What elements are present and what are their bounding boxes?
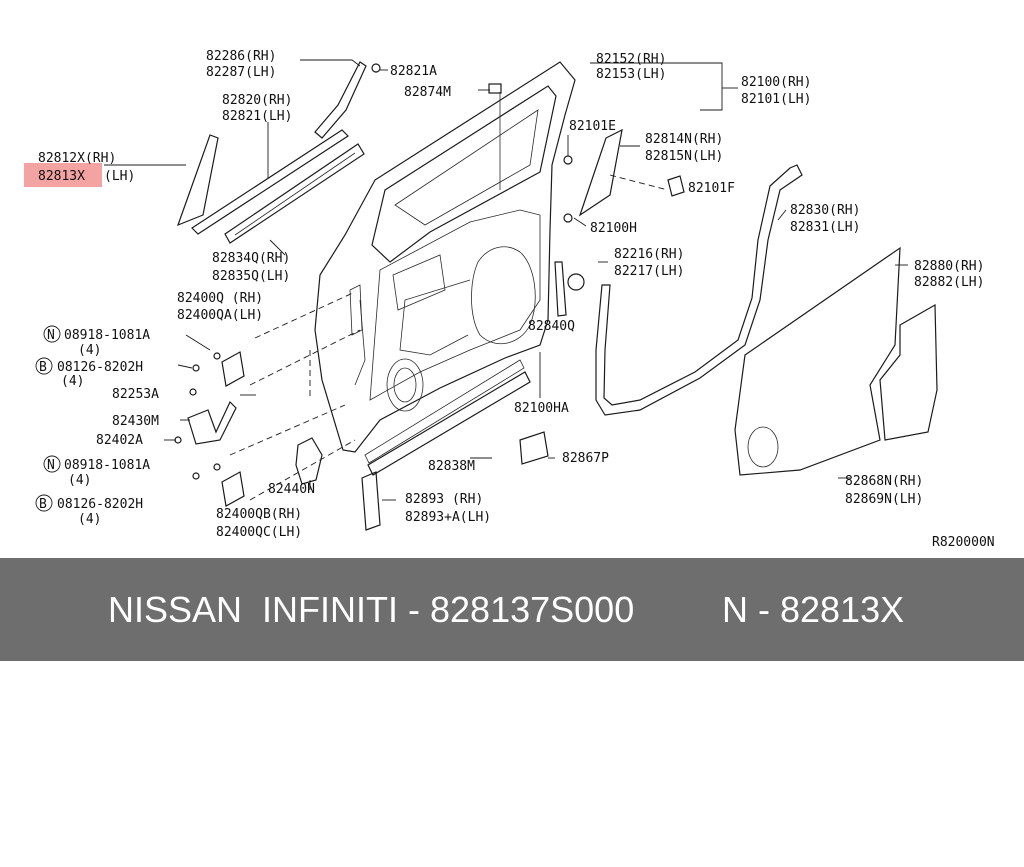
label-82813x: 82813X (38, 169, 85, 184)
label-82834q: 82834Q(RH) (212, 251, 290, 266)
n-marker-2-letter: N (47, 458, 55, 473)
highlight-82813x (24, 163, 102, 187)
label-qty-1: (4) (78, 343, 101, 358)
door-inner-structure (369, 209, 541, 401)
trim-sheet-82880 (734, 246, 901, 476)
label-82840q: 82840Q (528, 319, 575, 334)
label-82821a: 82821A (390, 64, 437, 79)
label-82893: 82893 (RH) (405, 492, 483, 507)
bracket-82893 (361, 471, 381, 531)
label-82814n: 82814N(RH) (645, 132, 723, 147)
label-82400qa: 82400QA(LH) (177, 308, 263, 323)
label-82101f: 82101F (688, 181, 735, 196)
label-82400qc: 82400QC(LH) (216, 525, 302, 540)
label-qty-3: (4) (68, 473, 91, 488)
door-parts-diagram: N B N B 82286(RH) 82287(LH) 82821A 82874… (24, 49, 995, 550)
b-marker-1 (35, 357, 53, 375)
clip-82101e (563, 155, 573, 165)
diagram-reference-code: R820000N (932, 535, 995, 550)
clip-82101f (667, 175, 685, 197)
label-82838m: 82838M (428, 459, 475, 474)
door-check-link (187, 400, 237, 445)
label-82868n: 82868N(RH) (845, 474, 923, 489)
label-82101: 82101(LH) (741, 92, 811, 107)
label-82812x: 82812X(RH) (38, 151, 116, 166)
label-82821: 82821(LH) (222, 109, 292, 124)
sill-moulding (367, 371, 531, 476)
label-qty-4: (4) (78, 512, 101, 527)
label-82400qb: 82400QB(RH) (216, 507, 302, 522)
label-82100h: 82100H (590, 221, 637, 236)
sash-strip (314, 61, 367, 139)
b-marker-2-letter: B (39, 497, 47, 512)
b-marker-2 (35, 494, 53, 512)
part-number-banner: NISSAN INFINITI - 828137S000 N - 82813X (0, 558, 1024, 661)
label-82893a: 82893+A(LH) (405, 510, 491, 525)
inside-handle-82440n (295, 437, 323, 485)
label-82100ha: 82100HA (514, 401, 569, 416)
label-82153: 82153(LH) (596, 67, 666, 82)
belt-moulding-inner (224, 143, 365, 244)
b-marker-1-letter: B (39, 360, 47, 375)
label-82882: 82882(LH) (914, 275, 984, 290)
label-82216: 82216(RH) (614, 247, 684, 262)
label-08918-2: 08918-1081A (64, 458, 150, 473)
corner-glass-82814n (578, 128, 623, 217)
label-82815n: 82815N(LH) (645, 149, 723, 164)
label-82874m: 82874M (404, 85, 451, 100)
label-82813x-side: (LH) (104, 169, 135, 184)
label-82152: 82152(RH) (596, 52, 666, 67)
parts-diagram-page: N B N B 82286(RH) 82287(LH) 82821A 82874… (0, 49, 1024, 661)
clip-82100h (563, 213, 573, 223)
sheet-82868n (879, 303, 938, 441)
label-82820: 82820(RH) (222, 93, 292, 108)
clip-82874m (488, 83, 502, 94)
label-82830: 82830(RH) (790, 203, 860, 218)
label-82286: 82286(RH) (206, 49, 276, 64)
label-08918-1: 08918-1081A (64, 328, 150, 343)
label-82430m: 82430M (112, 414, 159, 429)
n-marker-2 (43, 455, 61, 473)
label-82402a: 82402A (96, 433, 143, 448)
door-window-frame (371, 85, 557, 263)
oem-part-number: NISSAN INFINITI - 828137S000 (108, 589, 635, 630)
label-82253a: 82253A (112, 387, 159, 402)
label-82869n: 82869N(LH) (845, 492, 923, 507)
plug-82840q (567, 273, 585, 291)
weatherstrip-82830 (595, 164, 803, 416)
n-marker-1 (43, 325, 61, 343)
n-marker-1-letter: N (47, 328, 55, 343)
weatherstrip-82216 (554, 261, 567, 317)
corner-glass-82812x (176, 134, 219, 227)
pad-82867p (519, 431, 549, 465)
clip-82821a (371, 63, 381, 73)
lower-hinge (221, 471, 245, 507)
label-82101e: 82101E (569, 119, 616, 134)
label-08126-1: 08126-8202H (57, 360, 143, 375)
label-82835q: 82835Q(LH) (212, 269, 290, 284)
belt-moulding-outer (191, 129, 349, 235)
catalog-part-code: N - 82813X (722, 589, 905, 630)
label-82100: 82100(RH) (741, 75, 811, 90)
label-82400q: 82400Q (RH) (177, 291, 263, 306)
label-82217: 82217(LH) (614, 264, 684, 279)
label-82880: 82880(RH) (914, 259, 984, 274)
label-82831: 82831(LH) (790, 220, 860, 235)
label-82440n: 82440N (268, 482, 315, 497)
label-qty-2: (4) (61, 374, 84, 389)
label-82867p: 82867P (562, 451, 609, 466)
upper-hinge (221, 351, 245, 387)
door-panel-outline (314, 61, 576, 453)
label-08126-2: 08126-8202H (57, 497, 143, 512)
label-82287: 82287(LH) (206, 65, 276, 80)
